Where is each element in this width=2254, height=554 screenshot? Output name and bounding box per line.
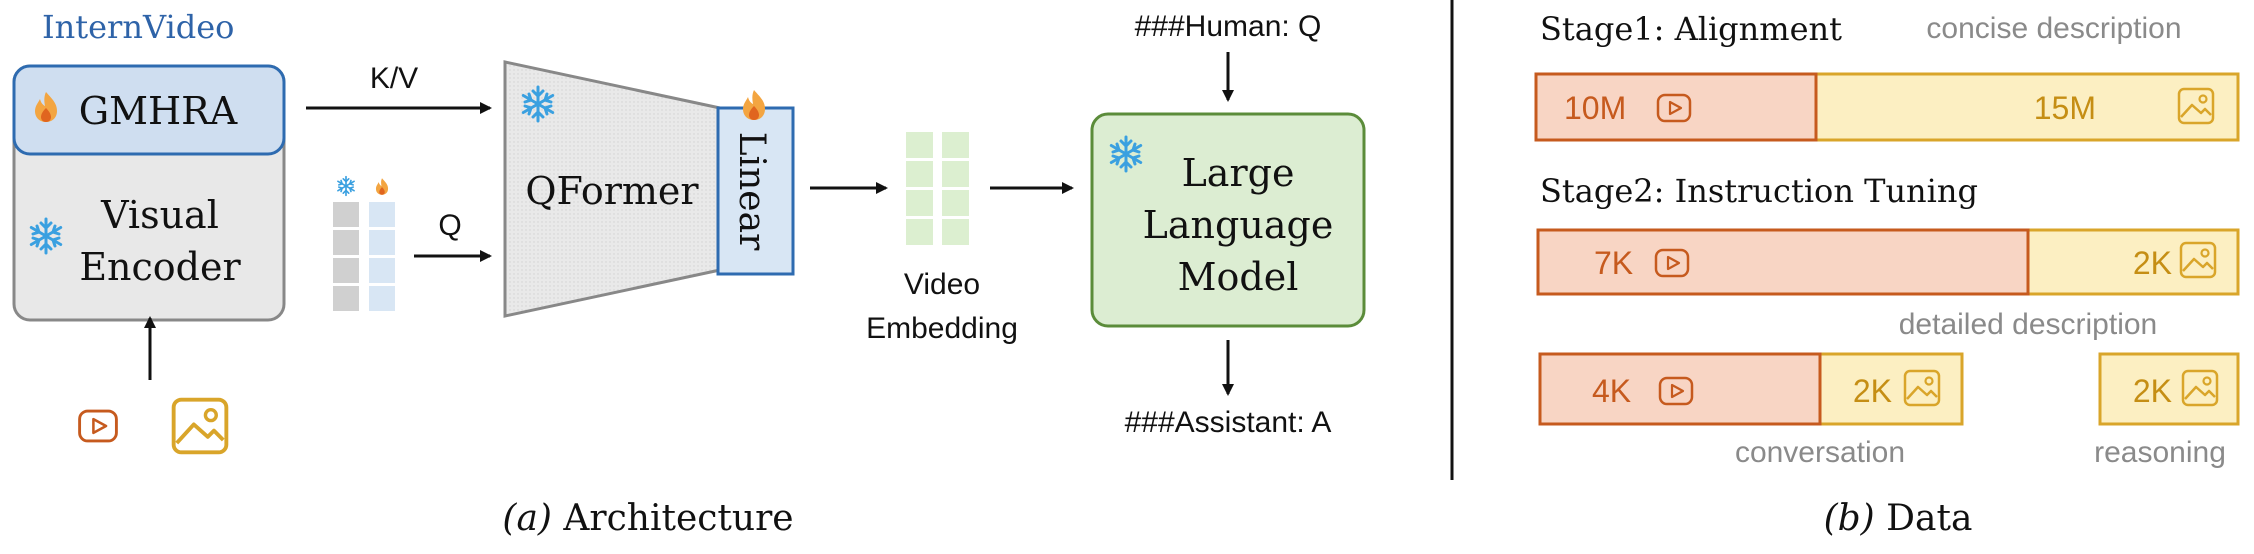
human-prompt-label: ###Human: Q (1135, 10, 1322, 43)
reasoning-image-segment (2098, 352, 2240, 426)
architecture-caption-text: Architecture (552, 498, 794, 539)
stage1-image-count: 15M (2034, 90, 2096, 126)
data-caption: (b) Data (1824, 498, 1973, 539)
kv-label: K/V (370, 62, 418, 95)
architecture-caption-prefix: (a) (502, 498, 552, 539)
stage1-video-count: 10M (1564, 90, 1626, 126)
gmhra-label: GMHRA (79, 89, 238, 133)
conversation-video-count: 4K (1592, 373, 1631, 409)
llm-label-line2: Language (1143, 203, 1334, 247)
linear-box (716, 106, 795, 276)
visual-encoder-label-line2: Encoder (79, 245, 241, 289)
image-input-icon (171, 397, 229, 455)
video-input-icon (78, 409, 118, 443)
detailed-image-segment (2026, 228, 2240, 296)
data-caption-text: Data (1875, 498, 1973, 539)
internvideo-label: InternVideo (42, 8, 234, 46)
stage1-video-segment (1534, 72, 1818, 142)
conversation-note: conversation (1735, 436, 1905, 469)
llm-label-line3: Model (1178, 255, 1299, 299)
video-embedding-tokens (906, 132, 969, 245)
video-embedding-label-line1: Video (904, 268, 980, 301)
visual-encoder-label-line1: Visual (100, 193, 219, 237)
architecture-caption: (a) Architecture (502, 498, 793, 539)
q-label: Q (438, 209, 461, 242)
detailed-image-count: 2K (2133, 245, 2172, 281)
stage1-note: concise description (1926, 12, 2181, 45)
llm-label-line1: Large (1182, 151, 1295, 195)
detailed-video-count: 7K (1594, 245, 1633, 281)
query-tokens (333, 175, 395, 311)
linear-flame-icon (743, 90, 765, 120)
data-caption-prefix: (b) (1824, 498, 1875, 539)
reasoning-image-count: 2K (2133, 373, 2172, 409)
video-embedding-label-line2: Embedding (866, 312, 1018, 345)
gmhra-box (12, 64, 286, 156)
stage2-title: Stage2: Instruction Tuning (1540, 172, 1978, 210)
detailed-video-segment (1536, 228, 2030, 296)
stage1-title: Stage1: Alignment (1540, 10, 1842, 48)
linear-label: Linear (731, 132, 772, 251)
reasoning-note: reasoning (2094, 436, 2226, 469)
stage1-image-segment (1814, 72, 2240, 142)
assistant-reply-label: ###Assistant: A (1125, 406, 1332, 439)
qformer-label: QFormer (525, 169, 699, 213)
detailed-note: detailed description (1899, 308, 2158, 341)
conversation-image-count: 2K (1853, 373, 1892, 409)
llm-box (1090, 112, 1366, 328)
